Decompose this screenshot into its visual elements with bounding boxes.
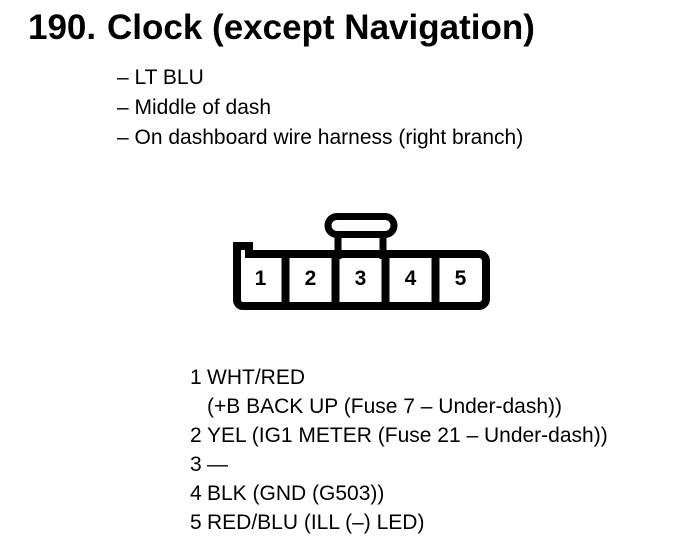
connector-body xyxy=(233,242,490,310)
item-title: Clock (except Navigation) xyxy=(107,8,535,47)
pinout-list: 1 WHT/RED (+B BACK UP (Fuse 7 – Under-da… xyxy=(190,363,608,537)
pinout-row: 5 RED/BLU (ILL (–) LED) xyxy=(190,508,608,537)
pin-number: 3 xyxy=(190,453,202,476)
connector-latch-bar xyxy=(324,213,398,238)
pin-number-spacer xyxy=(190,392,207,421)
pin-cavity-number: 3 xyxy=(355,267,367,290)
pinout-row: 2 YEL (IG1 METER (Fuse 21 – Under-dash)) xyxy=(190,421,608,450)
pinout-row: 3 — xyxy=(190,450,608,479)
pin-wire-label: BLK (GND (G503)) xyxy=(207,482,385,505)
pin-wire-label: RED/BLU (ILL (–) LED) xyxy=(207,511,425,534)
note-line: – LT BLU xyxy=(117,66,204,89)
pin-number: 5 xyxy=(190,511,202,534)
pin-cavity-number: 1 xyxy=(255,267,267,290)
pin-wire-label: WHT/RED xyxy=(207,366,305,389)
pin-number: 1 xyxy=(190,366,202,389)
pinout-row: 4 BLK (GND (G503)) xyxy=(190,479,608,508)
pin-wire-detail: (+B BACK UP (Fuse 7 – Under-dash)) xyxy=(207,395,563,418)
item-number: 190. xyxy=(28,8,97,47)
pin-wire-label: — xyxy=(207,453,228,476)
note-line: – Middle of dash xyxy=(117,96,272,119)
pinout-row-continuation: (+B BACK UP (Fuse 7 – Under-dash)) xyxy=(190,392,608,421)
connector-drawing: 1 2 3 4 5 xyxy=(233,213,490,310)
pin-cavity-number: 5 xyxy=(455,267,467,290)
notes-list: – LT BLU – Middle of dash – On dashboard… xyxy=(117,63,523,153)
pin-number: 4 xyxy=(190,482,202,505)
connector-diagram: 1 2 3 4 5 xyxy=(210,205,510,320)
note-line: – On dashboard wire harness (right branc… xyxy=(117,126,524,149)
pin-cavity-number: 2 xyxy=(305,267,317,290)
pin-number: 2 xyxy=(190,424,202,447)
pin-cavity-number: 4 xyxy=(405,267,417,290)
pin-wire-label: YEL (IG1 METER (Fuse 21 – Under-dash)) xyxy=(207,424,608,447)
pinout-row: 1 WHT/RED xyxy=(190,363,608,392)
page-title: 190. Clock (except Navigation) xyxy=(28,8,535,48)
